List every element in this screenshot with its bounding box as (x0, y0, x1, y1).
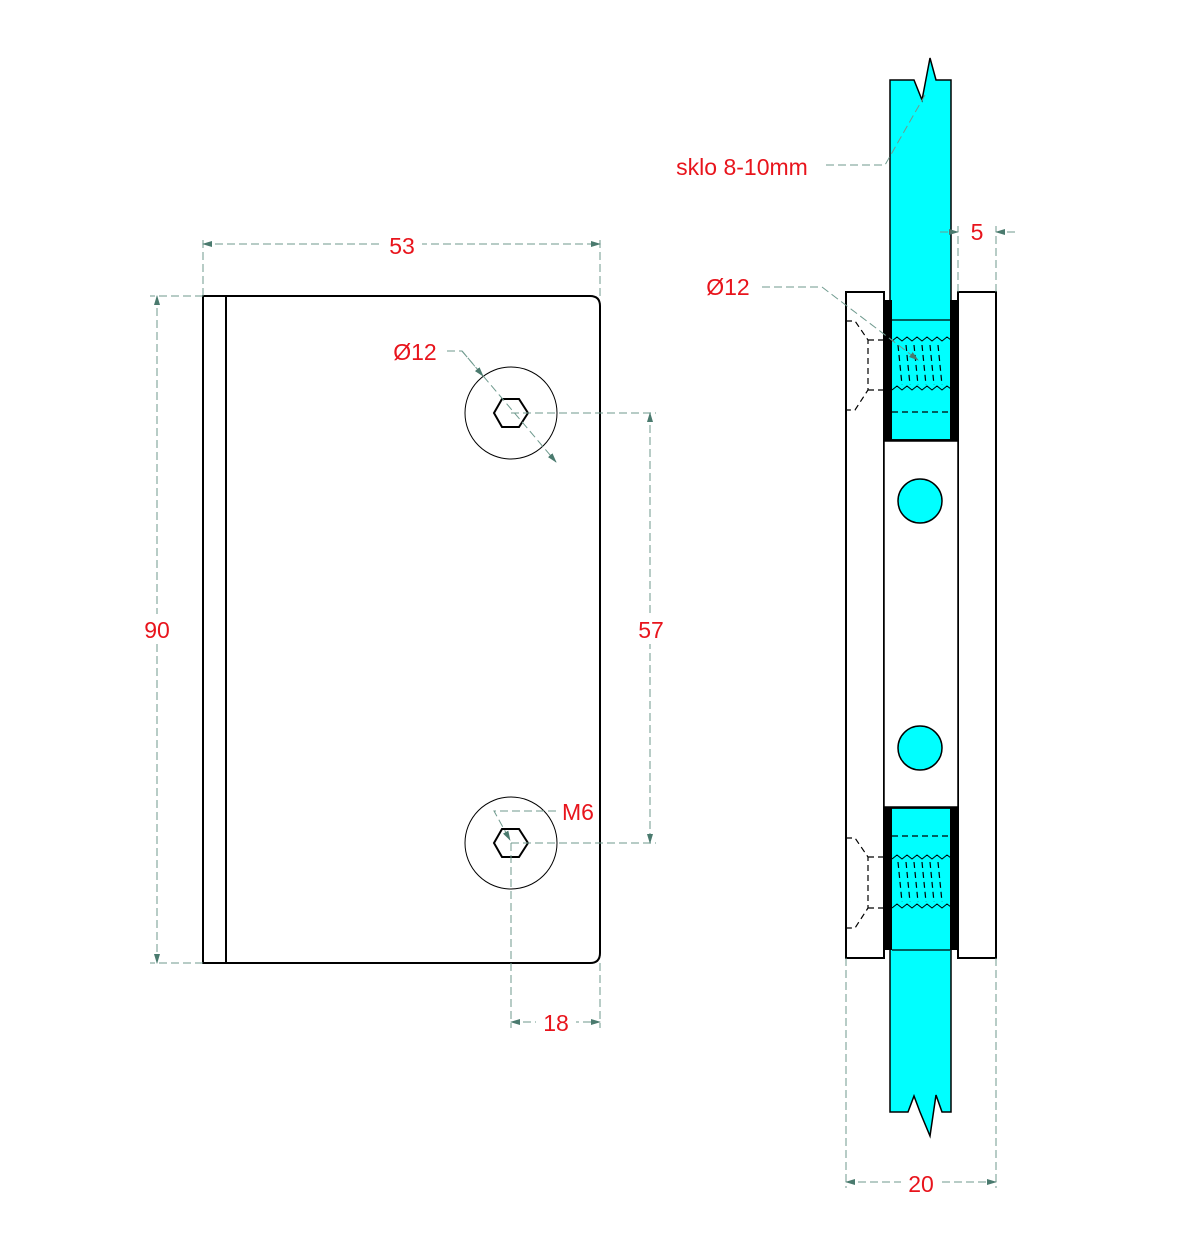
lower-screw (846, 835, 952, 929)
left-clamp-plate (845, 291, 885, 959)
dimension-hole-offset: 18 (543, 1010, 569, 1036)
dimension-hole-spacing: 57 (638, 617, 664, 643)
dimension-height: 90 (144, 617, 170, 643)
plate-outline (202, 295, 601, 964)
gasket (950, 807, 958, 950)
front-view: 53 90 57 18 Ø12 M6 (138, 230, 672, 1036)
hole-diameter-label: Ø12 (393, 339, 436, 365)
thread-label: M6 (562, 799, 594, 825)
gasket (884, 300, 892, 441)
dimension-thickness: 20 (908, 1171, 934, 1197)
gasket (950, 300, 958, 441)
gasket (884, 807, 892, 950)
side-diameter-label: Ø12 (706, 274, 749, 300)
glass-bottom (889, 807, 952, 1139)
glass-top (889, 57, 952, 441)
right-clamp-plate (957, 291, 997, 959)
spacer-pin (897, 478, 943, 524)
glass-thickness-label: sklo 8-10mm (676, 154, 808, 180)
side-view: sklo 8-10mm 5 Ø12 20 (676, 57, 1015, 1197)
dimension-width: 53 (389, 233, 415, 259)
dimension-gap: 5 (971, 219, 984, 245)
upper-screw (846, 320, 952, 413)
spacer-pin (897, 725, 943, 771)
